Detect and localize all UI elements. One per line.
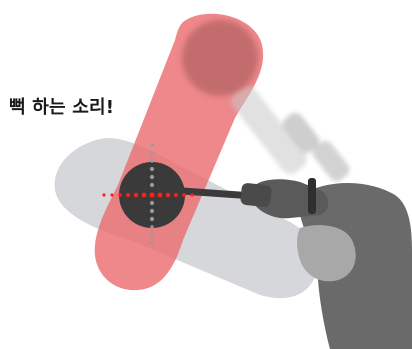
impact-sound-caption: 뻑 하는 소리!	[9, 96, 114, 120]
